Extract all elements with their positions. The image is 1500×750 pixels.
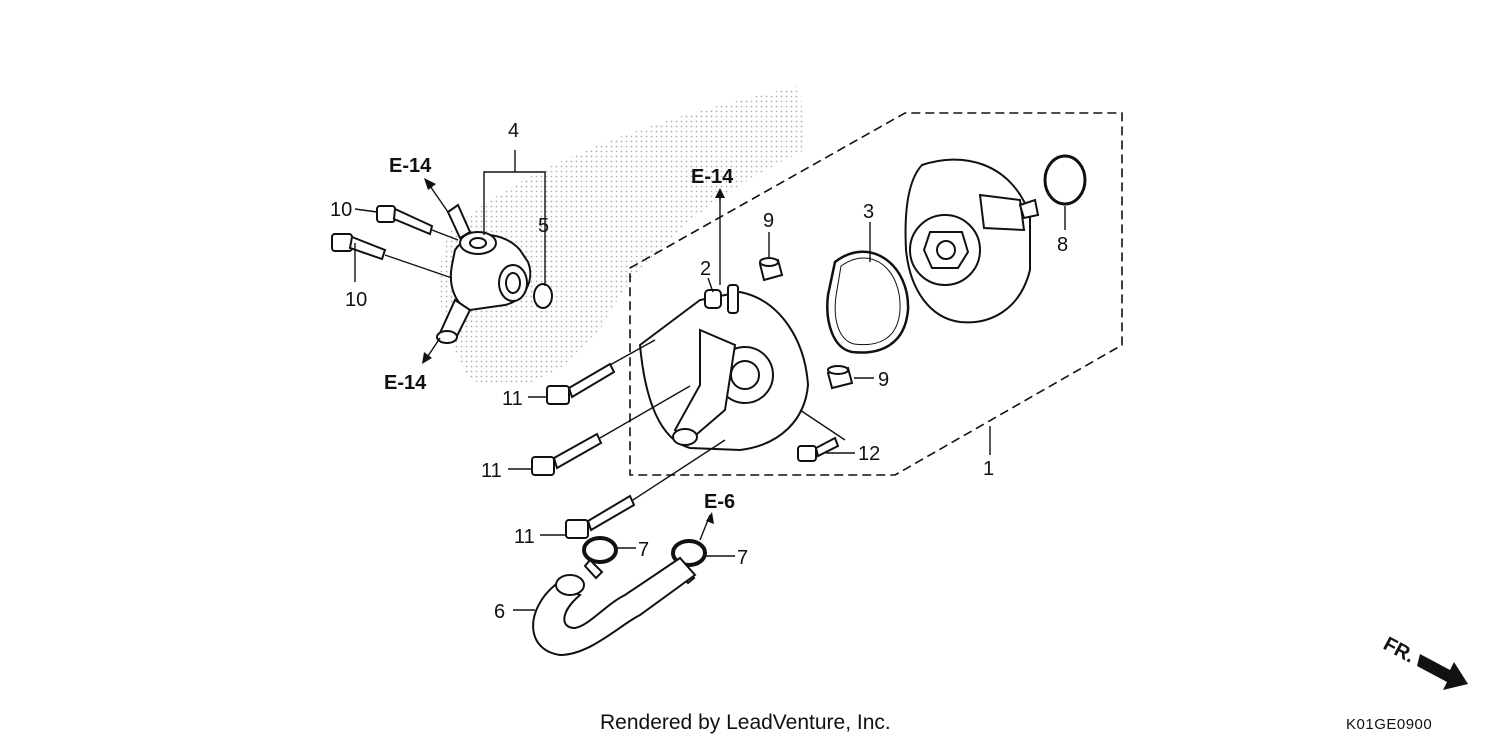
direction-label: FR. xyxy=(1380,633,1419,668)
callout-11-middle: 11 xyxy=(481,460,502,482)
bolt-10-upper xyxy=(376,205,434,236)
engine-outline-shading xyxy=(439,86,805,386)
hose-clamp-7-left xyxy=(582,536,618,580)
bolt-11-lower xyxy=(565,494,636,539)
dowel-pin-9-upper xyxy=(758,257,784,282)
callout-11-lower: 11 xyxy=(514,526,535,548)
ref-e14-center: E-14 xyxy=(691,166,734,188)
bolt-11-middle xyxy=(531,432,603,476)
gasket-3 xyxy=(826,250,910,354)
bolt-10-lower xyxy=(331,233,387,261)
water-pump-body xyxy=(904,158,1040,324)
callout-9-lower: 9 xyxy=(878,369,889,391)
callout-8: 8 xyxy=(1057,234,1068,256)
callout-5: 5 xyxy=(538,215,549,237)
ref-e14-top-left: E-14 xyxy=(389,155,432,177)
front-direction-arrow-icon xyxy=(1417,654,1468,690)
bolt-12 xyxy=(797,436,840,462)
thermostat-housing xyxy=(436,203,532,344)
ref-e6: E-6 xyxy=(704,491,735,513)
bolt-11-upper xyxy=(546,362,616,405)
o-ring-5 xyxy=(533,283,553,309)
callout-7-right: 7 xyxy=(737,547,748,569)
dowel-pin-9-lower xyxy=(826,365,854,390)
callout-1: 1 xyxy=(983,458,994,480)
callout-3: 3 xyxy=(863,201,874,223)
ref-e14-bottom-left: E-14 xyxy=(384,372,427,394)
leader-lines xyxy=(354,150,1066,611)
callout-10-upper: 10 xyxy=(330,199,352,221)
callout-11-upper: 11 xyxy=(502,388,523,410)
callout-10-lower: 10 xyxy=(345,289,367,311)
callout-6: 6 xyxy=(494,601,505,623)
render-credit: Rendered by LeadVenture, Inc. xyxy=(600,711,891,734)
water-hose-6 xyxy=(532,556,697,657)
assembly-boundary xyxy=(629,112,1123,476)
callout-4: 4 xyxy=(508,120,519,142)
callout-2: 2 xyxy=(700,258,711,280)
callout-7-left: 7 xyxy=(638,539,649,561)
callout-12: 12 xyxy=(858,443,880,465)
o-ring-8 xyxy=(1043,154,1087,206)
diagram-code: K01GE0900 xyxy=(1346,716,1433,733)
water-pump-cover xyxy=(638,284,810,452)
reference-arrows xyxy=(422,178,725,524)
callout-9-upper: 9 xyxy=(763,210,774,232)
